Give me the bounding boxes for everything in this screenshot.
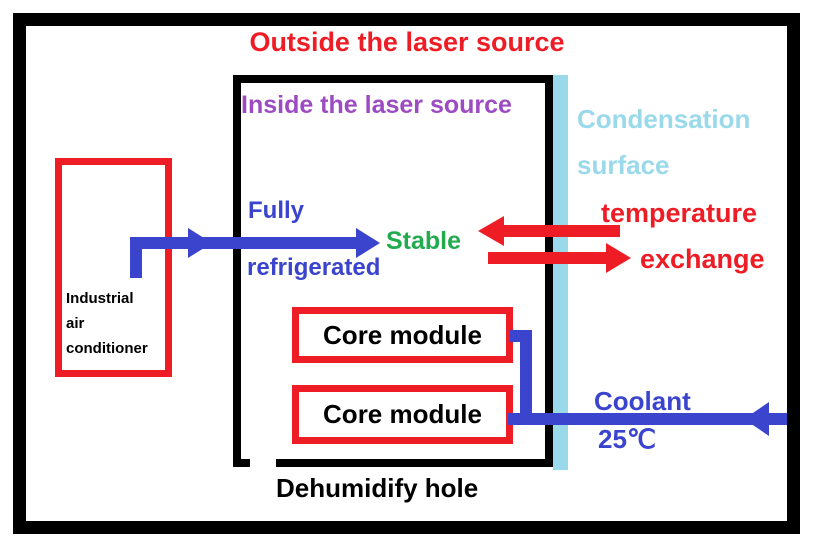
condensation-label-line2: surface: [577, 150, 670, 180]
stable-label: Stable: [386, 227, 462, 255]
coolant-arrow-head: [744, 402, 769, 436]
inside-label: Inside the laser source: [241, 91, 512, 119]
core-module-label-1: Core module: [323, 319, 482, 350]
condensation-label: Condensation surface: [577, 96, 750, 188]
air-conditioner-label-line2: air: [66, 315, 85, 332]
coolant-temperature-label: 25℃: [598, 424, 657, 454]
core-module-box-2: Core module: [292, 385, 513, 444]
core-module-label-2: Core module: [323, 399, 482, 429]
heat-in-arrow-bar: [502, 225, 620, 237]
airflow-arrow-bar: [130, 237, 358, 249]
coolant-label: Coolant: [594, 386, 691, 416]
outer-frame: [13, 13, 800, 534]
air-conditioner-label: Industrial air conditioner: [66, 286, 148, 361]
air-conditioner-label-line1: Industrial: [66, 290, 134, 307]
outside-label: Outside the laser source: [249, 27, 565, 57]
heat-out-arrow-head: [606, 243, 631, 273]
dehumidify-hole-gap: [250, 458, 276, 468]
airflow-arrow-mid-head: [188, 228, 212, 258]
condensation-surface-bar: [553, 75, 568, 470]
condensation-label-line1: Condensation: [577, 104, 751, 134]
air-conditioner-box: [55, 158, 172, 377]
fully-label: Fully: [248, 197, 305, 224]
dehumidify-label: Dehumidify hole: [276, 473, 479, 503]
refrigerated-label: refrigerated: [247, 254, 381, 281]
exchange-label: exchange: [640, 244, 765, 274]
heat-in-arrow-head: [478, 216, 504, 246]
coolant-arrow-bar: [508, 413, 787, 425]
air-conditioner-label-line3: conditioner: [66, 340, 148, 357]
airflow-arrow-end-head: [356, 228, 380, 258]
laser-source-box: [233, 75, 553, 467]
heat-out-arrow-bar: [488, 252, 606, 264]
core-module-box-1: Core module: [292, 307, 513, 363]
temperature-label: temperature: [601, 198, 758, 228]
core-module-link-vertical: [520, 330, 532, 425]
